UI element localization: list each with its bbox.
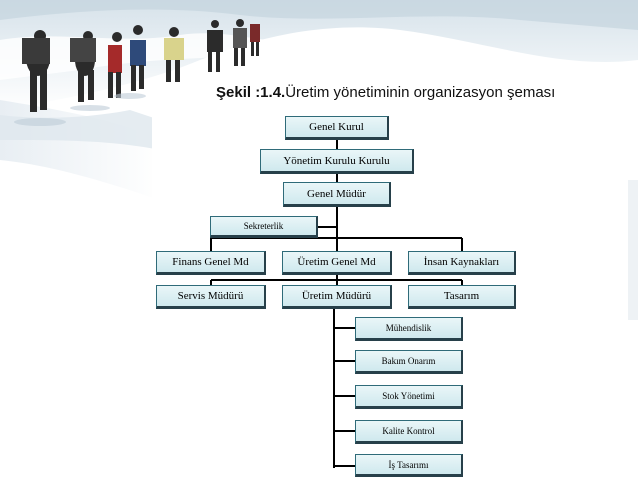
node-bakim-onarim: Bakım Onarım (355, 350, 463, 374)
node-servis: Servis Müdürü (156, 285, 266, 309)
node-stok-yonetimi: Stok Yönetimi (355, 385, 463, 409)
org-chart: Genel Kurul Yönetim Kurulu Kurulu Genel … (152, 112, 522, 479)
node-kalite-kontrol: Kalite Kontrol (355, 420, 463, 444)
node-genel-kurul: Genel Kurul (285, 116, 389, 140)
node-insan-kaynaklari: İnsan Kaynakları (408, 251, 516, 275)
node-label: Genel Müdür (307, 187, 366, 200)
node-yonetim-kurulu: Yönetim Kurulu Kurulu (260, 149, 414, 174)
caption-prefix: Şekil :1.4. (216, 84, 286, 101)
node-label: Genel Kurul (309, 121, 364, 133)
node-label: Üretim Müdürü (301, 290, 372, 302)
node-label: Üretim Genel Md (297, 256, 376, 268)
node-label: Finans Genel Md (172, 256, 249, 268)
node-label: İş Tasarımı (388, 459, 429, 470)
node-sekreterlik: Sekreterlik (210, 216, 318, 238)
node-muhendislik: Mühendislik (355, 317, 463, 341)
node-label: Tasarım (443, 290, 480, 302)
figure-caption: Şekil :1.4.Üretim yönetiminin organizasy… (216, 84, 634, 101)
node-finans: Finans Genel Md (156, 251, 266, 275)
node-label: Yönetim Kurulu Kurulu (283, 154, 390, 167)
node-label: Sekreterlik (243, 221, 284, 231)
node-uretim-genel: Üretim Genel Md (282, 251, 392, 275)
node-label: Kalite Kontrol (382, 426, 435, 436)
node-uretim-muduru: Üretim Müdürü (282, 285, 392, 309)
node-label: Servis Müdürü (177, 290, 244, 302)
node-tasarim: Tasarım (408, 285, 516, 309)
node-label: İnsan Kaynakları (423, 256, 500, 268)
node-label: Bakım Onarım (381, 356, 436, 366)
node-label: Mühendislik (385, 323, 432, 333)
caption-text: Üretim yönetiminin organizasyon şeması (285, 84, 556, 101)
node-is-tasarimi: İş Tasarımı (355, 454, 463, 477)
node-genel-mudur: Genel Müdür (283, 182, 391, 207)
node-label: Stok Yönetimi (382, 391, 435, 401)
